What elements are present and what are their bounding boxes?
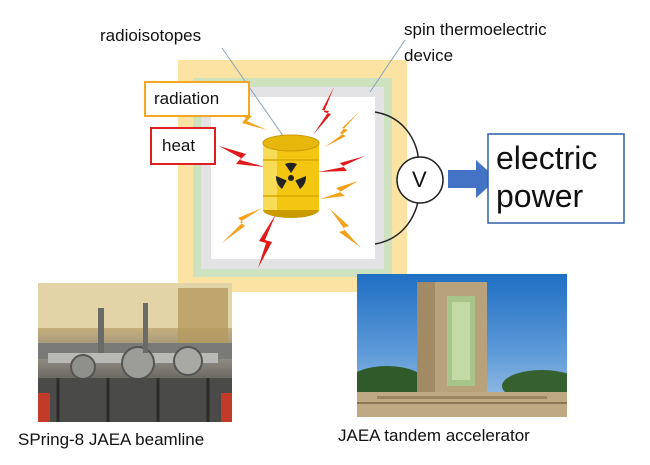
radiation-bolts: [222, 108, 360, 247]
beamline-photo: [38, 283, 232, 422]
orange-bolt-icon: [325, 111, 360, 147]
electric-power-label-line1: electric: [496, 140, 598, 176]
radiation-label: radiation: [154, 89, 220, 108]
orange-bolt-icon: [330, 209, 360, 247]
electric-power-box: [487, 133, 625, 224]
heat-bolts: [219, 87, 365, 268]
accelerator-photo: [357, 274, 567, 417]
electric-power-label-line2: power: [496, 178, 584, 214]
spin-device-pointer: [369, 39, 406, 93]
orange-bolt-icon: [222, 208, 262, 243]
red-bolt-icon: [219, 146, 265, 167]
accelerator-caption: JAEA tandem accelerator: [338, 426, 530, 445]
output-arrow-icon: [448, 160, 497, 198]
heat-label-box: [150, 127, 216, 165]
circuit-wire-top: [374, 111, 419, 158]
radioisotopes-pointer: [221, 47, 289, 144]
radiation-label-box: [144, 81, 250, 117]
red-bolt-icon: [258, 214, 276, 268]
spin-device-label-line1: spin thermoelectric: [404, 20, 547, 39]
voltmeter-icon: [396, 156, 444, 204]
beamline-caption: SPring-8 JAEA beamline: [18, 430, 205, 449]
red-bolt-icon: [313, 87, 334, 135]
voltmeter-label: V: [412, 167, 427, 192]
radioisotopes-label: radioisotopes: [100, 26, 202, 45]
barrel-icon: [262, 134, 320, 218]
red-bolt-icon: [318, 156, 365, 172]
radiation-symbol-icon: [275, 162, 307, 189]
heat-label: heat: [162, 136, 196, 155]
orange-bolt-icon: [228, 108, 267, 130]
orange-bolt-icon: [320, 181, 358, 199]
spin-device-label-line2: device: [404, 46, 454, 65]
